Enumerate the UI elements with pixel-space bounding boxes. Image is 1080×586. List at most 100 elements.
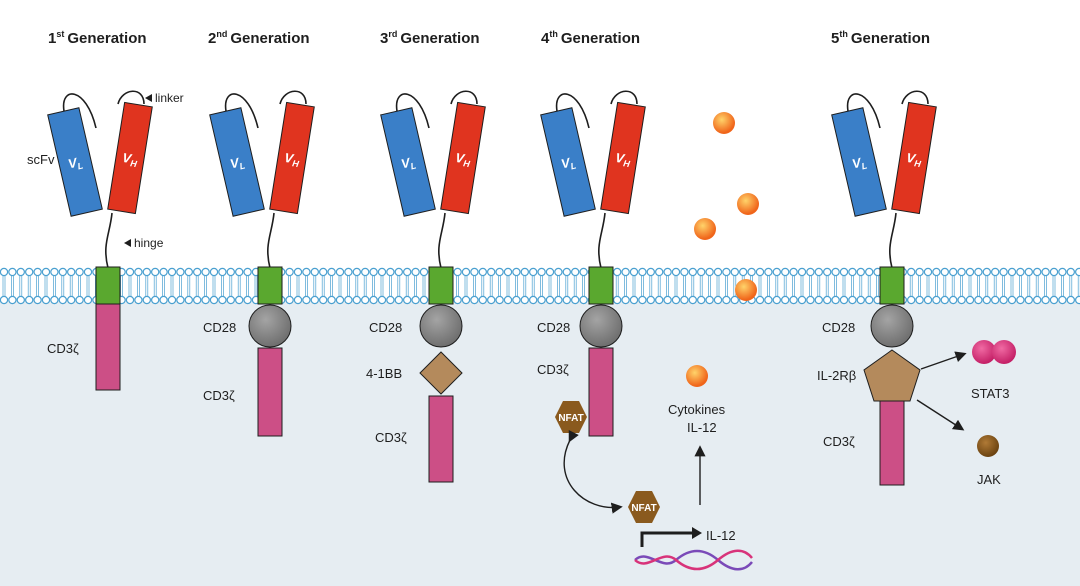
svg-text:VH: VH	[121, 150, 139, 169]
jak-molecule	[977, 435, 999, 457]
transmembrane-domain	[428, 266, 454, 305]
linker-connector	[279, 90, 307, 105]
cd3z-domain	[257, 347, 283, 437]
svg-text:linker: linker	[155, 91, 184, 105]
nfat-hexagon-lower: NFAT	[628, 491, 660, 523]
stat3-molecule	[992, 340, 1016, 364]
linker	[62, 93, 97, 129]
il12-label: IL-12	[687, 420, 717, 435]
hinge	[105, 212, 113, 269]
stat3-activation-arrow	[920, 351, 967, 370]
linker	[395, 93, 430, 129]
vl-domain: VL	[209, 107, 265, 217]
nfat-hexagon-upper: NFAT	[555, 401, 587, 433]
gen3-4-1bb-label: 4-1BB	[366, 366, 402, 381]
hinge	[267, 212, 275, 269]
gen5-cd3z-label: CD3ζ	[823, 434, 855, 449]
gen2-cd28-label: CD28	[203, 320, 236, 335]
jak-label: JAK	[977, 472, 1001, 487]
hinge-annotation: hinge	[124, 236, 164, 250]
il2rb-label: IL-2Rβ	[817, 368, 856, 383]
gen1-cd3z-label: CD3ζ	[47, 341, 79, 356]
transmembrane-domain	[95, 266, 121, 305]
svg-text:VH: VH	[614, 150, 632, 169]
scfv-label: scFv	[27, 152, 55, 167]
cd3z-domain	[588, 347, 614, 437]
linker-connector	[117, 90, 145, 105]
linker-connector	[450, 90, 478, 105]
cytoplasm	[0, 298, 1080, 586]
jak-activation-arrow	[916, 399, 965, 431]
vl-domain: VL	[47, 107, 103, 217]
car-construct-gen5: VL VH	[831, 90, 937, 486]
dna-helix-icon	[634, 549, 753, 571]
car-construct-gen3: VL VH	[380, 90, 486, 483]
vh-domain: VH	[600, 101, 646, 215]
linker-annotation: linker	[145, 91, 184, 105]
car-constructs: VL VH VL VH VL VH VL VH VL VH	[47, 90, 937, 486]
car-construct-gen1: VL VH	[47, 90, 153, 391]
svg-text:VH: VH	[905, 150, 923, 169]
gen4-cd28-label: CD28	[537, 320, 570, 335]
svg-text:NFAT: NFAT	[631, 503, 656, 514]
transmembrane-domain	[257, 266, 283, 305]
svg-text:NFAT: NFAT	[558, 413, 583, 424]
hinge-pointer-icon	[124, 239, 131, 247]
hinge	[889, 212, 897, 269]
cytokine-particle	[735, 279, 757, 301]
svg-text:VH: VH	[283, 150, 301, 169]
linker	[846, 93, 881, 129]
linker-pointer-icon	[145, 94, 152, 102]
linker	[555, 93, 590, 129]
nfat-translocation-arrow	[563, 429, 623, 514]
cd3z-domain	[95, 303, 121, 391]
svg-text:hinge: hinge	[134, 236, 164, 250]
cd3z-domain	[879, 400, 905, 486]
hinge	[598, 212, 606, 269]
vh-domain: VH	[891, 101, 937, 215]
svg-text:VH: VH	[454, 150, 472, 169]
cytokine-particle	[686, 365, 708, 387]
4-1bb-domain	[419, 351, 463, 395]
vh-domain: VH	[440, 101, 486, 215]
vh-domain: VH	[269, 101, 315, 215]
linker	[224, 93, 259, 129]
car-construct-gen2: VL VH	[209, 90, 315, 437]
cd28-domain	[579, 304, 623, 348]
vl-domain: VL	[831, 107, 887, 217]
cd28-domain	[419, 304, 463, 348]
stat3-label: STAT3	[971, 386, 1010, 401]
vl-domain: VL	[540, 107, 596, 217]
vl-domain: VL	[380, 107, 436, 217]
vh-domain: VH	[107, 101, 153, 215]
cytokine-particle	[694, 218, 716, 240]
linker-connector	[610, 90, 638, 105]
cd3z-domain	[428, 395, 454, 483]
gen3-cd28-label: CD28	[369, 320, 402, 335]
cytokine-particle	[713, 112, 735, 134]
transcription-arrow-icon	[640, 527, 702, 547]
gen5-cd28-label: CD28	[822, 320, 855, 335]
linker-connector	[901, 90, 929, 105]
gen4-cd3z-label: CD3ζ	[537, 362, 569, 377]
cd28-domain	[870, 304, 914, 348]
transmembrane-domain	[879, 266, 905, 305]
cytokine-particle	[737, 193, 759, 215]
cell-membrane	[0, 267, 1080, 305]
cd28-domain	[248, 304, 292, 348]
gen2-cd3z-label: CD3ζ	[203, 388, 235, 403]
transmembrane-domain	[588, 266, 614, 305]
hinge	[438, 212, 446, 269]
il12-gene-label: IL-12	[706, 528, 736, 543]
cytokines-label: Cytokines	[668, 402, 726, 417]
gen3-cd3z-label: CD3ζ	[375, 430, 407, 445]
car-construct-gen4: VL VH	[540, 90, 646, 437]
